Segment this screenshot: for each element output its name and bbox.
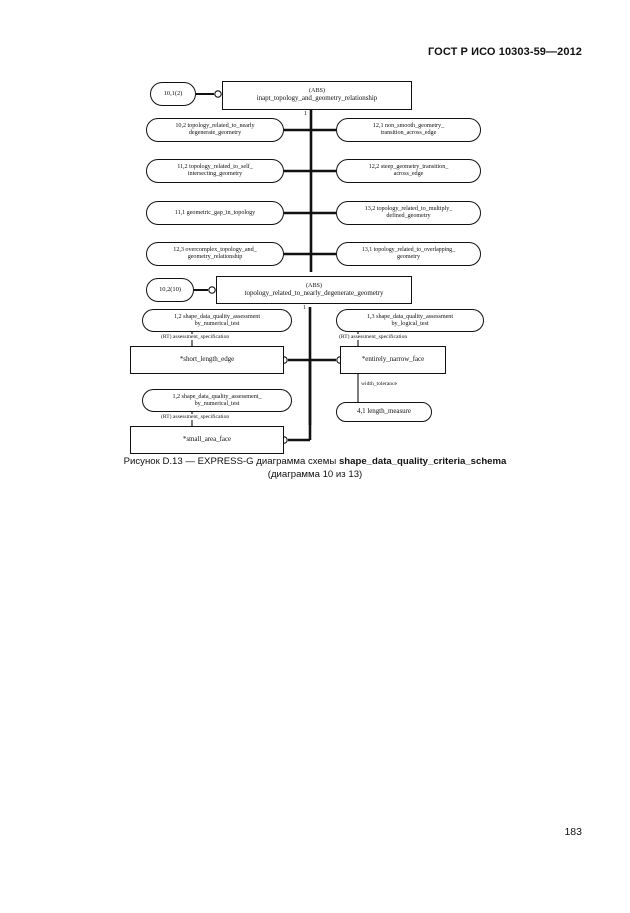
attribute-label-rt-assessment-specification-left: (RT) assessment_specification	[160, 334, 231, 340]
type-oval-length-measure: 4,1 length_measure	[336, 402, 432, 422]
figure-caption-prefix: Рисунок D.13 — EXPRESS-G диаграмма схемы	[123, 456, 339, 467]
subtype-oval-non-smooth-geometry-transition-across-edge: 12,1 non_smooth_geometry_ transition_acr…	[336, 118, 481, 142]
subtype-oval-overcomplex-topology-and-geometry-relationship: 12,3 overcomplex_topology_and_ geometry_…	[146, 242, 284, 266]
figure-caption-line1: Рисунок D.13 — EXPRESS-G диаграмма схемы…	[0, 455, 630, 468]
diagram-connectors	[191, 90, 359, 444]
entity-box-entirely-narrow-face: *entirely_narrow_face	[340, 346, 446, 374]
subtype-oval-topology-related-to-nearly-degenerate-geometry: 10,2 topology_related_to_nearly degenera…	[146, 118, 284, 142]
subtype-oval-topology-related-to-overlapping-geometry: 13,1 topology_related_to_overlapping_ ge…	[336, 242, 481, 266]
entity-box-short-length-edge: *short_length_edge	[130, 346, 284, 374]
abs-marker: (ABS)	[309, 87, 325, 95]
schema-ref-oval-shape-data-quality-assessment-by-numerical-test: 1,2 shape_data_quality_assessment by_num…	[142, 309, 292, 332]
subtype-oval-steep-geometry-transition-across-edge: 12,2 steep_geometry_transition_ across_e…	[336, 159, 481, 183]
entity-box-inapt-topology-and-geometry-relationship: (ABS) inapt_topology_and_geometry_relati…	[222, 81, 412, 110]
subtype-oval-geometric-gap-in-topology: 11,1 geometric_gap_in_topology	[146, 201, 284, 225]
cardinality-label-top: 1	[304, 111, 307, 117]
schema-ref-oval-shape-data-quality-assessment-by-numerical-test-2: 1,2 shape_data_quality_assessment_ by_nu…	[142, 389, 292, 412]
entity-name: topology_related_to_nearly_degenerate_ge…	[244, 288, 384, 297]
page-header-standard-number: ГОСТ Р ИСО 10303-59—2012	[427, 46, 582, 58]
entity-name: inapt_topology_and_geometry_relationship	[256, 94, 378, 103]
subtype-oval-topology-related-to-multiply-defined-geometry: 13,2 topology_related_to_multiply_ defin…	[336, 201, 481, 225]
schema-ref-oval-shape-data-quality-assessment-by-logical-test: 1,3 shape_data_quality_assessment by_log…	[336, 309, 484, 332]
page-ref-oval-top: 10,1(2)	[150, 82, 196, 106]
entity-box-small-area-face: *small_area_face	[130, 426, 284, 454]
attribute-label-width-tolerance: width_tolerance	[360, 381, 399, 387]
cardinality-label-bottom: 1	[303, 305, 306, 311]
express-g-diagram: 10,1(2) (ABS) inapt_topology_and_geometr…	[130, 75, 500, 454]
subtype-oval-topology-related-to-self-intersecting-geometry: 11,2 topology_related_to_self_ intersect…	[146, 159, 284, 183]
page-number: 183	[564, 826, 582, 838]
page-ref-oval-bottom: 10,2(10)	[146, 278, 194, 302]
figure-caption: Рисунок D.13 — EXPRESS-G диаграмма схемы…	[0, 455, 630, 481]
figure-caption-subtitle: (диаграмма 10 из 13)	[267, 469, 363, 480]
entity-box-topology-related-to-nearly-degenerate-geometry: (ABS) topology_related_to_nearly_degener…	[216, 276, 412, 304]
abs-marker: (ABS)	[306, 281, 322, 289]
figure-caption-schema-name: shape_data_quality_criteria_schema	[338, 456, 507, 467]
attribute-label-rt-assessment-specification-right: (RT) assessment_specification	[338, 334, 409, 340]
attribute-label-rt-assessment-specification-left-2: (RT) assessment_specification	[160, 414, 231, 420]
